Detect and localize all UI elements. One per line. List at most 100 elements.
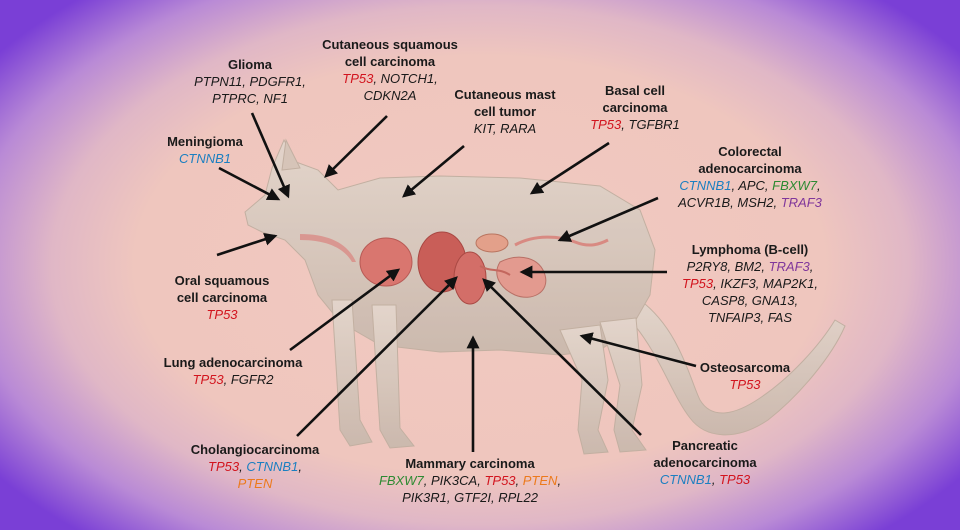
label-title-line: Glioma: [227, 57, 273, 72]
gene-line: TP53, TGFBR1: [590, 117, 680, 132]
gene-traf3: TRAF3: [768, 259, 810, 274]
gene-tp53: TP53: [192, 372, 224, 387]
gene-traf3: TRAF3: [780, 195, 822, 210]
gene-line: CASP8, GNA13,: [701, 293, 799, 308]
label-lymphoma: Lymphoma (B-cell)P2RY8, BM2, TRAF3, TP53…: [660, 241, 840, 326]
gene-msh2: MSH2: [737, 195, 774, 210]
label-title-line: Colorectal: [718, 144, 782, 159]
arrow-cholangio: [296, 276, 458, 437]
label-title-line: Basal cell: [605, 83, 665, 98]
gene-p2ry8: P2RY8: [686, 259, 728, 274]
gene-kit: KIT: [473, 121, 493, 136]
arrow-osteosarcoma: [579, 332, 697, 368]
label-title-line: Lung adenocarcinoma: [163, 355, 303, 370]
label-title-line: cell carcinoma: [344, 54, 436, 69]
gene-line: CDKN2A: [300, 87, 480, 104]
label-title-line: Cholangiocarcinoma: [190, 442, 320, 457]
gene-line: TP53, IKZF3, MAP2K1,: [682, 276, 818, 291]
gene-fbxw7: FBXW7: [772, 178, 817, 193]
arrow-oral-scc: [216, 233, 278, 257]
gene-line: KIT, RARA: [473, 121, 537, 136]
label-title-line: Pancreatic: [672, 438, 738, 453]
label-title-line: cell tumor: [473, 104, 537, 119]
gene-line: TP53, FGFR2: [192, 372, 274, 387]
label-title-line: cell carcinoma: [176, 290, 268, 305]
gene-bm2: BM2: [734, 259, 762, 274]
gene-line: PIK3R1, GTF2I, RPL22: [402, 490, 538, 505]
arrow-pancreatic: [482, 278, 642, 436]
gene-line: TP53, CTNNB1,: [208, 459, 302, 474]
gene-notch1: NOTCH1: [380, 71, 435, 86]
arrow-basal-cell: [529, 141, 610, 195]
gene-tp53: TP53: [719, 472, 751, 487]
gene-ctnnb1: CTNNB1: [659, 472, 712, 487]
gene-pik3ca: PIK3CA: [430, 473, 478, 488]
gene-ctnnb1: CTNNB1: [679, 178, 732, 193]
arrow-cutaneous-mast-cell: [402, 145, 465, 198]
gene-line: TP53: [680, 376, 810, 393]
gene-tp53: TP53: [729, 377, 761, 392]
gene-fgfr2: FGFR2: [230, 372, 274, 387]
gene-gtf2i: GTF2I: [454, 490, 491, 505]
gene-gna13: GNA13: [751, 293, 795, 308]
label-title-line: Cutaneous mast: [454, 87, 556, 102]
gene-map2k1: MAP2K1: [763, 276, 815, 291]
gene-tgfbr1: TGFBR1: [628, 117, 680, 132]
gene-line: PTPRC, NF1: [212, 91, 288, 106]
gene-rara: RARA: [500, 121, 537, 136]
gene-cdkn2a: CDKN2A: [363, 88, 417, 103]
gene-ptprc: PTPRC: [212, 91, 257, 106]
gene-casp8: CASP8: [701, 293, 745, 308]
gene-fbxw7: FBXW7: [378, 473, 424, 488]
gene-line: CTNNB1, TP53: [659, 472, 751, 487]
gene-pik3r1: PIK3R1: [402, 490, 447, 505]
label-title-line: Meningioma: [167, 134, 243, 149]
gene-ptpn11: PTPN11: [194, 74, 243, 89]
gene-tp53: TP53: [484, 473, 516, 488]
gene-tp53: TP53: [682, 276, 714, 291]
arrow-meningioma: [218, 166, 281, 201]
arrow-glioma: [250, 112, 290, 199]
arrow-cutaneous-scc: [324, 115, 388, 178]
gene-line: TP53: [152, 306, 292, 323]
gene-nf1: NF1: [263, 91, 288, 106]
arrow-colorectal: [557, 196, 659, 242]
label-title-line: Lymphoma (B-cell): [691, 242, 809, 257]
gene-ikzf3: IKZF3: [720, 276, 756, 291]
label-title-line: Mammary carcinoma: [405, 456, 535, 471]
gene-line: PTEN: [175, 475, 335, 492]
gene-pten: PTEN: [522, 473, 558, 488]
gene-pdgfr1: PDGFR1: [249, 74, 303, 89]
gene-fas: FAS: [767, 310, 793, 325]
gene-rpl22: RPL22: [498, 490, 538, 505]
gene-tnfaip3: TNFAIP3: [707, 310, 761, 325]
arrows: [216, 112, 697, 452]
gene-line: CTNNB1: [145, 150, 265, 167]
gene-apc: APC: [738, 178, 765, 193]
gene-tp53: TP53: [206, 307, 238, 322]
gene-tp53: TP53: [590, 117, 622, 132]
gene-ctnnb1: CTNNB1: [246, 459, 299, 474]
gene-ctnnb1: CTNNB1: [178, 151, 231, 166]
gene-tp53: TP53: [342, 71, 374, 86]
label-title-line: carcinoma: [602, 100, 668, 115]
label-title-line: Osteosarcoma: [699, 360, 791, 375]
gene-line: ACVR1B, MSH2, TRAF3: [678, 195, 822, 210]
label-title-line: Cutaneous squamous: [322, 37, 458, 52]
gene-acvr1b: ACVR1B: [678, 195, 731, 210]
label-title-line: adenocarcinoma: [653, 455, 757, 470]
gene-line: TNFAIP3, FAS: [707, 310, 793, 325]
